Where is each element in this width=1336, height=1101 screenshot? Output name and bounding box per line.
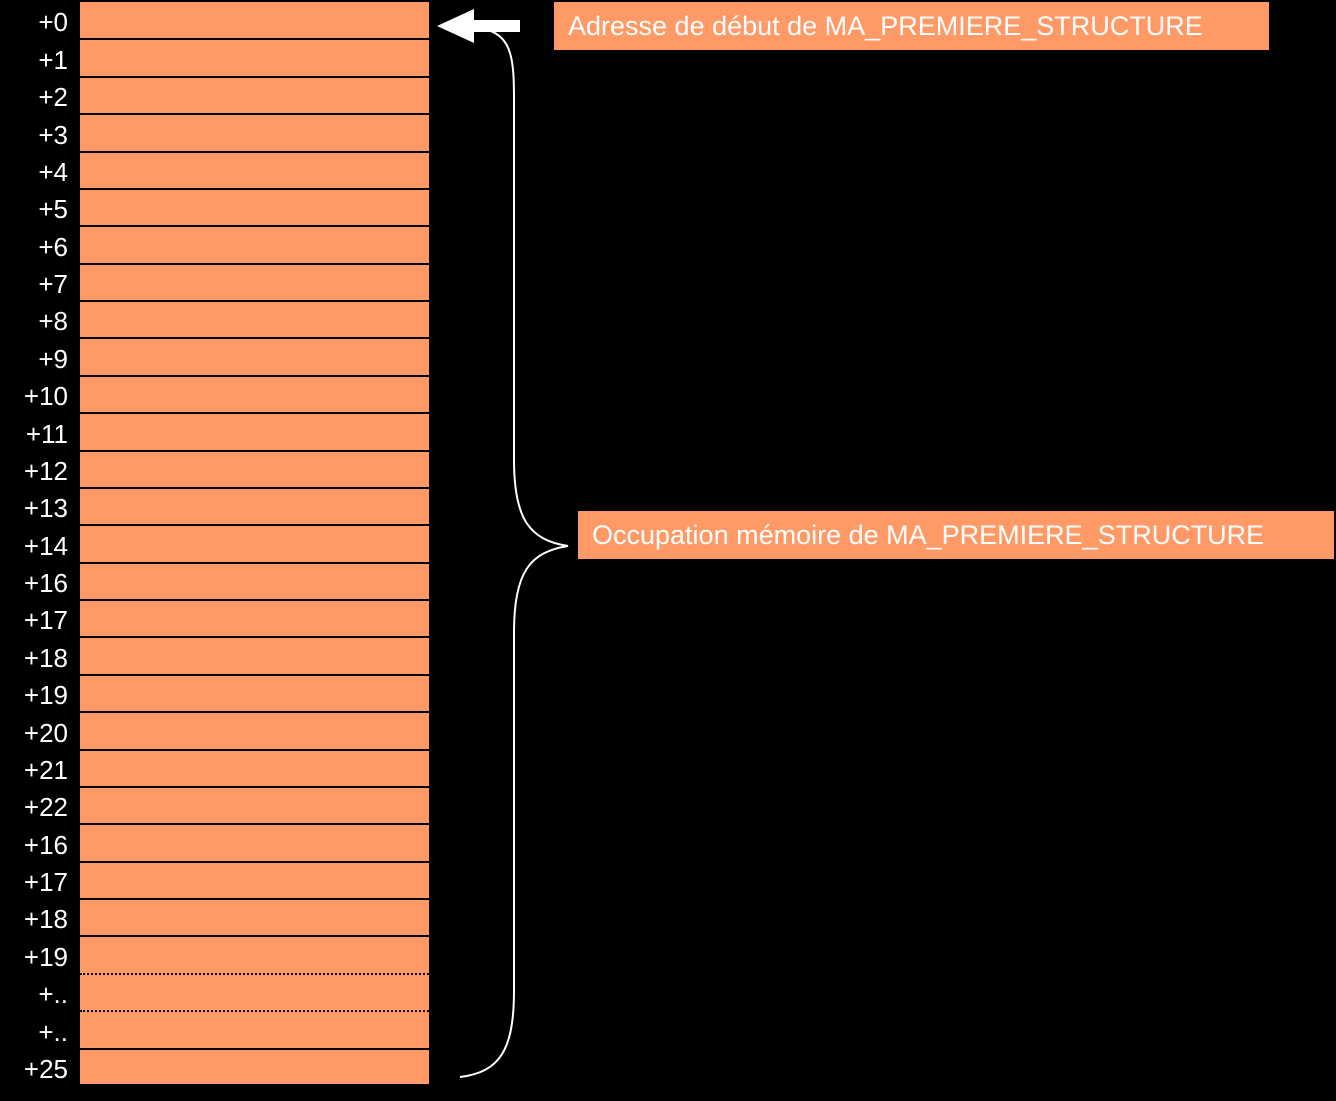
memory-cell-separator: [80, 972, 429, 975]
memory-cell-separator: [80, 262, 429, 265]
offset-label: +0: [38, 7, 68, 38]
memory-cell-separator: [80, 38, 429, 41]
occupation-brace: [459, 29, 569, 1078]
memory-column: [80, 2, 429, 1086]
offset-label: +..: [38, 1016, 68, 1047]
memory-cell-separator: [80, 75, 429, 78]
memory-cell-separator: [80, 374, 429, 377]
memory-cell-separator: [80, 524, 429, 527]
memory-cell-separator: [80, 711, 429, 714]
memory-cell-separator: [80, 300, 429, 303]
offset-label: +2: [38, 82, 68, 113]
memory-cell-separator: [80, 150, 429, 153]
offset-label: +21: [23, 754, 68, 785]
offset-label: +8: [38, 306, 68, 337]
start-address-label: Adresse de début de MA_PREMIERE_STRUCTUR…: [554, 2, 1269, 50]
offset-label: +12: [23, 455, 68, 486]
offset-label: +16: [23, 829, 68, 860]
offset-label: +16: [23, 568, 68, 599]
memory-cell-separator: [80, 860, 429, 863]
offset-label: +14: [23, 530, 68, 561]
offset-label: +5: [38, 194, 68, 225]
offset-label: +4: [38, 156, 68, 187]
offset-label: +19: [23, 680, 68, 711]
offset-label: +10: [23, 381, 68, 412]
memory-cell-separator: [80, 785, 429, 788]
offset-label: +7: [38, 269, 68, 300]
memory-cell-separator: [80, 337, 429, 340]
memory-cell-separator: [80, 561, 429, 564]
offset-label: +18: [23, 904, 68, 935]
memory-cell-separator: [80, 187, 429, 190]
offset-labels: +0 +1 +2 +3 +4 +5 +6 +7 +8 +9 +10 +11 +12 +13 +14 +16 +1…: [0, 0, 80, 1101]
memory-cell-separator: [80, 636, 429, 639]
memory-cell-separator: [80, 1010, 429, 1013]
memory-cell-separator: [80, 449, 429, 452]
offset-label: +..: [38, 979, 68, 1010]
offset-label: +18: [23, 642, 68, 673]
offset-label: +1: [38, 44, 68, 75]
memory-cell-separator: [80, 898, 429, 901]
memory-cell-separator: [80, 599, 429, 602]
offset-label: +3: [38, 119, 68, 150]
memory-cell-separator: [80, 225, 429, 228]
offset-label: +6: [38, 231, 68, 262]
memory-cell-separator: [80, 823, 429, 826]
memory-cell-separator: [80, 673, 429, 676]
start-arrow-icon: [437, 9, 520, 43]
offset-label: +19: [23, 941, 68, 972]
offset-label: +22: [23, 792, 68, 823]
memory-cell-separator: [80, 748, 429, 751]
offset-label: +25: [23, 1054, 68, 1084]
offset-label: +17: [23, 605, 68, 636]
offset-label: +11: [25, 418, 68, 449]
memory-cell-separator: [80, 113, 429, 116]
memory-cell-separator: [80, 935, 429, 938]
memory-cell-separator: [80, 486, 429, 489]
memory-cell-separator: [80, 1047, 429, 1050]
offset-label: +9: [38, 343, 68, 374]
memory-occupation-label: Occupation mémoire de MA_PREMIERE_STRUCT…: [578, 511, 1334, 559]
offset-label: +20: [23, 717, 68, 748]
offset-label: +17: [23, 867, 68, 898]
offset-label: +13: [23, 493, 68, 524]
memory-cell-separator: [80, 412, 429, 415]
